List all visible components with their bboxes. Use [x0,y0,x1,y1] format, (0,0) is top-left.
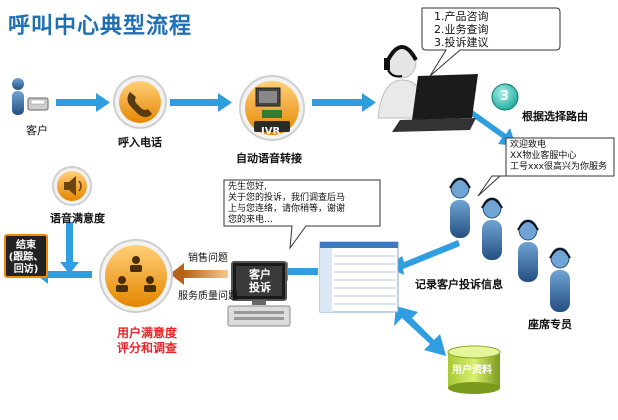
reply-line: 关于您的投诉，我们调查后马 [228,193,346,203]
arrow-call-to-ivr [170,93,232,112]
customer-label: 客户 [26,124,48,137]
agents-label: 座席专员 [528,318,572,331]
evaluation-line: 评分和调查 [116,341,177,355]
agents-group [449,177,571,312]
arrow-agents-to-record [388,240,460,275]
ivr-tag: IVR [261,126,281,137]
greeting-line: 欢迎致电 [510,140,547,150]
phone-icon [113,75,167,129]
menu-option: 2.业务查询 [434,23,489,36]
customer-icon [12,78,49,115]
end-line: (跟踪、 [8,252,44,263]
menu-bubble-shape [421,7,561,77]
arrow-speaker-to-end [60,222,79,274]
users-icon [99,239,173,313]
complaint-line: 投诉 [249,281,271,294]
reply-line: 上与您连络，请你稍等，谢谢 [228,204,346,214]
routing-label: 根据选择路由 [522,110,588,123]
complaint-label: 客户 投诉 [238,268,282,294]
routing-step-number: 3 [500,89,510,104]
screenshot-icon [319,241,399,313]
speaker-icon [52,166,92,206]
greeting-bubble: 欢迎致电 XX物业客服中心 工号xxx很高兴为你服务 [510,140,607,173]
customer-data-label: 用户资料 [452,365,492,376]
ivr-label: 自动语音转接 [236,152,302,165]
record-label: 记录客户投诉信息 [415,278,503,291]
reply-line: 先生您好, [228,182,267,192]
greeting-line: 工号xxx很高兴为你服务 [510,162,607,172]
service-issue-label: 服务质量问题 [178,291,238,302]
evaluation-label: 用户满意度 评分和调查 [102,326,192,356]
arrow-complaint-to-eval-sales [170,263,228,285]
arrow-customer-to-call [56,93,110,112]
end-line: 回访) [13,264,39,275]
laptop-icon [392,74,478,132]
ivr-icon [239,75,305,141]
greeting-bubble-shape [477,137,615,197]
end-node: 结束 (跟踪、 回访) [4,234,48,278]
arrow-ivr-to-agent [312,93,376,112]
satisfaction-voice-label: 语音满意度 [50,212,105,225]
greeting-line: XX物业客服中心 [510,151,577,161]
complaint-line: 客户 [249,268,271,281]
database-icon [447,345,501,394]
page-title: 呼叫中心典型流程 [8,14,193,39]
reply-bubble: 先生您好, 关于您的投诉，我们调查后马 上与您连络，请你稍等，谢谢 您的来电… [228,182,345,226]
incoming-call-label: 呼入电话 [118,136,162,149]
computer-icon [227,261,291,327]
reply-bubble-shape [223,179,381,250]
menu-option: 3.投诉建议 [434,36,489,49]
arrow-agent-to-routing [460,104,516,146]
arrow-record-database-bidirectional [394,306,446,356]
reply-line: 您的来电… [228,215,274,225]
menu-bubble: 1.产品咨询 2.业务查询 3.投诉建议 [434,10,489,49]
menu-option: 1.产品咨询 [434,10,489,23]
sales-issue-label: 销售问题 [188,253,228,264]
routing-badge [491,83,519,111]
end-line: 结束 [16,240,36,251]
evaluation-line: 用户满意度 [116,326,177,340]
